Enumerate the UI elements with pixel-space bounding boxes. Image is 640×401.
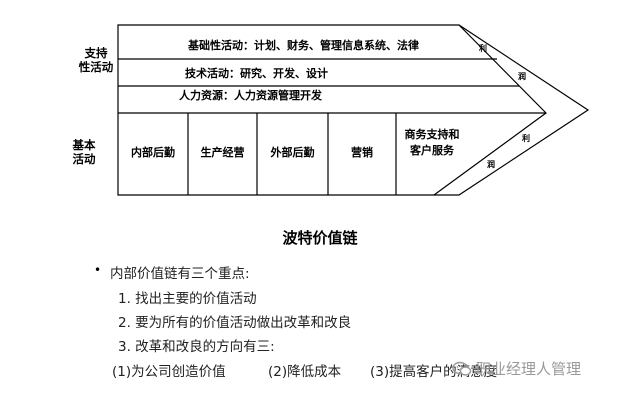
wechat-icon <box>452 361 472 376</box>
margin-chevron <box>433 24 547 196</box>
primary-activity-operations: 生产经营 <box>200 146 245 159</box>
notes-sub-1: (1)为公司创造价值 <box>112 364 226 380</box>
bullet-icon: • <box>94 263 102 277</box>
primary-activity-marketing: 营销 <box>351 146 373 159</box>
notes-item-3: 3. 改革和改良的方向有三: <box>118 339 275 355</box>
primary-activities-label: 基本 活动 <box>72 138 96 166</box>
support-activity-technology: 技术活动：研究、开发、设计 <box>185 67 328 80</box>
primary-activity-inbound-logistics: 内部后勤 <box>131 146 175 159</box>
value-chain-diagram <box>117 24 590 196</box>
value-chain-outline <box>117 24 590 196</box>
primary-activity-outbound-logistics: 外部后勤 <box>270 146 315 159</box>
margin-label-top-2: 润 <box>518 72 526 81</box>
notes-item-1: 1. 找出主要的价值活动 <box>118 291 257 307</box>
support-activities-label: 支持 性活动 <box>78 46 114 74</box>
watermark-text: 职业经理人管理 <box>476 360 582 378</box>
margin-label-bottom-2: 润 <box>487 160 495 169</box>
notes-item-2: 2. 要为所有的价值活动做出改革和改良 <box>118 315 352 331</box>
notes-heading: 内部价值链有三个重点: <box>110 266 250 282</box>
watermark: 职业经理人管理 <box>452 358 581 379</box>
support-activity-hr: 人力资源：人力资源管理开发 <box>179 89 322 102</box>
primary-activity-service: 商务支持和 客户服务 <box>404 128 460 157</box>
notes-sub-2: (2)降低成本 <box>268 364 342 380</box>
margin-label-bottom-1: 利 <box>522 134 530 143</box>
support-activity-infrastructure: 基础性活动：计划、财务、管理信息系统、法律 <box>188 39 419 52</box>
diagram-caption: 波特价值链 <box>282 229 358 247</box>
margin-label-top-1: 利 <box>479 44 487 53</box>
